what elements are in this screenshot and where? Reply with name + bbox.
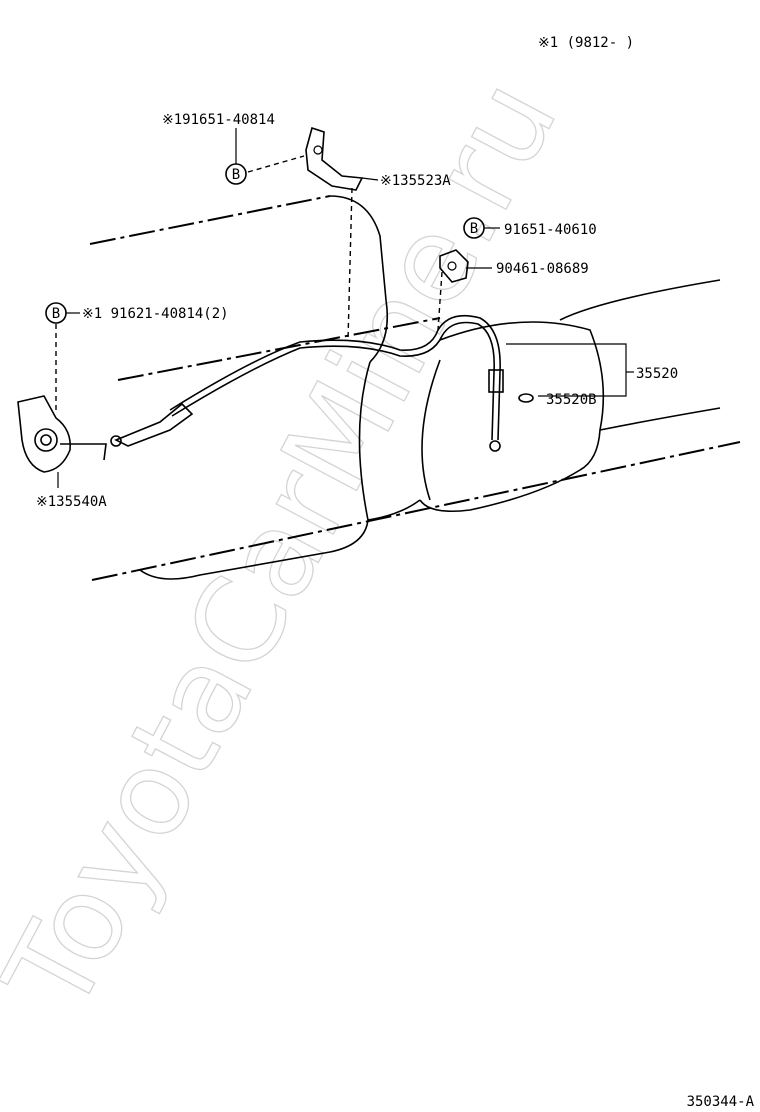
label-35540a: ※135540A	[36, 494, 107, 510]
cable-rear-end	[489, 440, 501, 452]
cable-lower-strand	[171, 321, 495, 441]
label-35520b: 35520B	[546, 392, 597, 408]
tank-left-end	[139, 361, 371, 580]
lever-pivot-center	[40, 434, 52, 446]
cable-upper-strand	[169, 314, 501, 441]
body-line-bottom	[91, 441, 741, 581]
body-crossmember	[329, 195, 387, 301]
tank-shoulder	[369, 299, 389, 363]
label-35520: 35520	[636, 366, 678, 382]
body-line-top	[89, 195, 331, 245]
label-91621-40814: ※1 91621-40814(2)	[82, 306, 229, 322]
tank-lower-right	[419, 469, 581, 513]
label-91651-40814: ※191651-40814	[162, 112, 275, 128]
leader-35523a	[361, 177, 379, 181]
body-rail-lower	[599, 407, 721, 431]
guide-bolt-b1	[247, 155, 305, 173]
cable-front-end-fitting	[114, 402, 194, 447]
bracket-body	[305, 126, 364, 191]
label-90461-08689: 90461-08689	[496, 261, 589, 277]
tank-inner-curve	[421, 359, 441, 501]
parking-brake-cable	[110, 314, 504, 452]
lever-pivot	[34, 428, 58, 452]
guide-bracket-down	[347, 187, 353, 341]
bolt-symbol: B	[52, 306, 60, 322]
clamp-body	[439, 249, 469, 283]
leader-bracket-35520	[506, 343, 627, 397]
part-35540a-lever	[17, 395, 107, 473]
tank-right-end	[439, 321, 605, 471]
clamp-hole	[447, 261, 457, 271]
cable-front-eye	[110, 435, 122, 447]
label-35523a: ※135523A	[380, 173, 451, 189]
label-91651-40610: 91651-40610	[504, 222, 597, 238]
bolt-callout-3: B	[45, 302, 67, 324]
body-rail-upper	[559, 279, 721, 321]
bracket-hole	[313, 145, 323, 155]
applicability-note: ※1 (9812- )	[538, 35, 634, 51]
lever-plate	[17, 395, 72, 473]
lever-link	[60, 443, 107, 461]
bolt-symbol: B	[470, 221, 478, 237]
figure-id: 350344-A	[687, 1094, 755, 1110]
guide-clamp-down	[437, 271, 443, 331]
part-90461-08689-clamp	[439, 249, 469, 283]
bolt-symbol: B	[232, 167, 240, 183]
part-35523a-bracket	[305, 126, 364, 191]
part-35520b-ring	[518, 393, 534, 403]
bolt-callout-1: B	[225, 163, 247, 185]
vehicle-body-outline	[89, 195, 741, 581]
cable-rear-fitting	[488, 369, 504, 393]
tank-joint	[367, 499, 421, 521]
